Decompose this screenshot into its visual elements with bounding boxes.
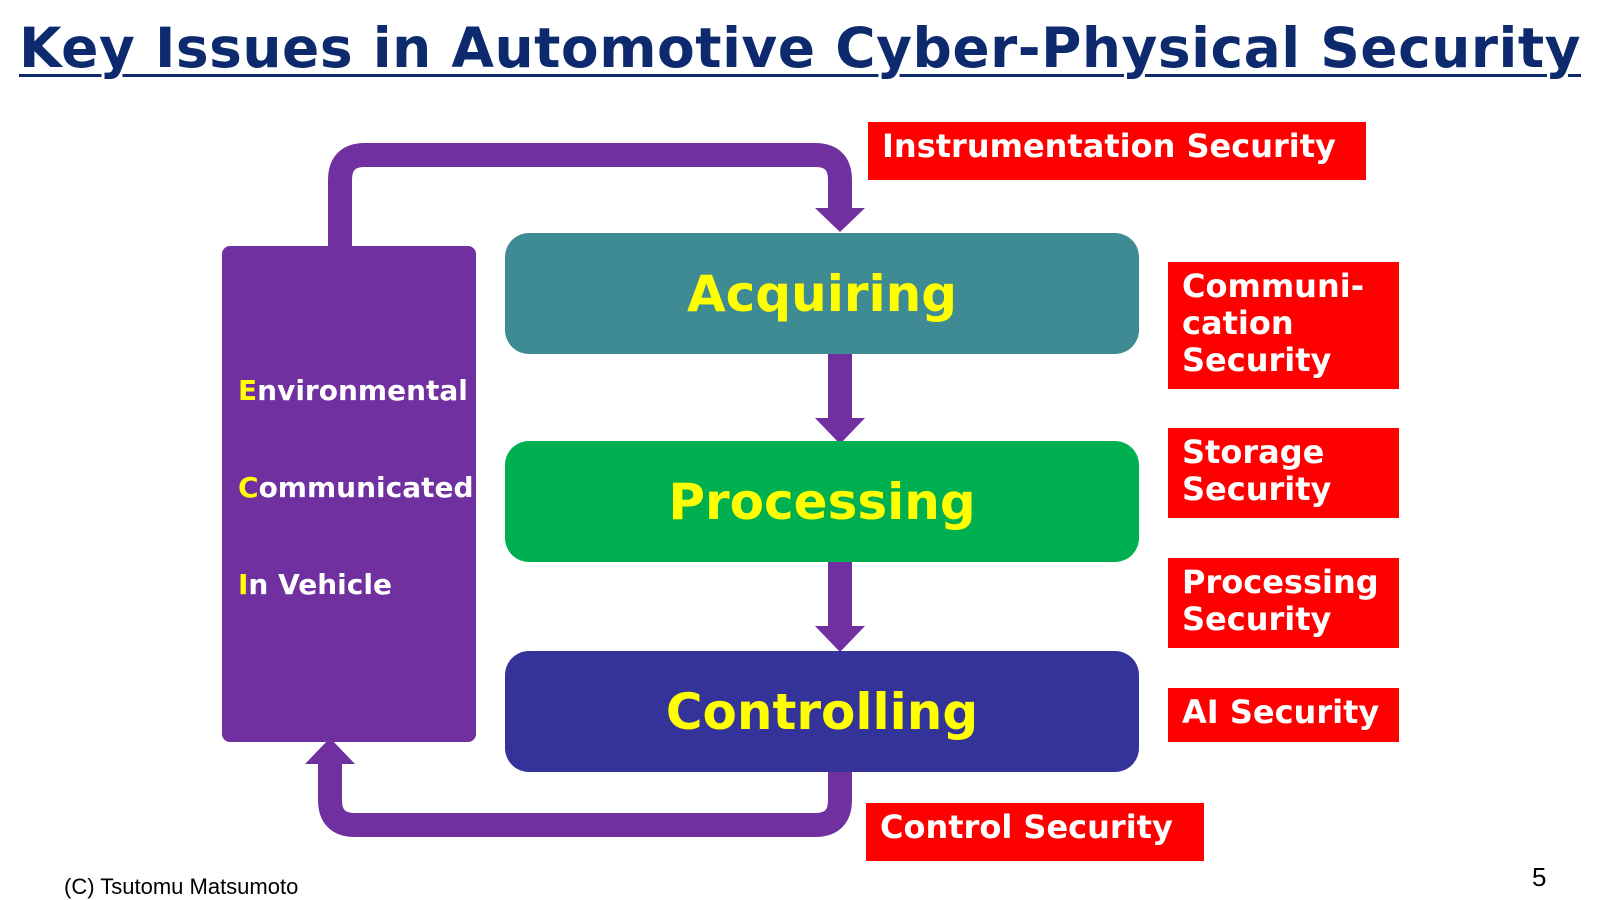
control-security-label: Control Security xyxy=(866,803,1204,861)
copyright-footer: (C) Tsutomu Matsumoto xyxy=(64,874,299,899)
stage-processing: Processing xyxy=(505,441,1139,562)
arrow-acquiring-processing xyxy=(828,350,852,420)
loop-arrow-bottom-head xyxy=(305,738,355,764)
page-title: Key Issues in Automotive Cyber-Physical … xyxy=(19,16,1581,80)
communication-security-label: Communi- cation Security xyxy=(1168,262,1399,389)
stage-acquiring: Acquiring xyxy=(505,233,1139,354)
ai-security-label: AI Security xyxy=(1168,688,1399,742)
loop-arrow-top xyxy=(328,143,852,246)
instrumentation-security-label: Instrumentation Security xyxy=(868,122,1366,180)
env-line-in-vehicle: In Vehicle xyxy=(238,568,392,601)
arrow-acquiring-processing-head xyxy=(815,418,865,444)
arrow-processing-controlling-head xyxy=(815,626,865,652)
loop-arrow-bottom xyxy=(318,760,852,837)
processing-security-label: Processing Security xyxy=(1168,558,1399,648)
storage-security-label: Storage Security xyxy=(1168,428,1399,518)
stage-controlling: Controlling xyxy=(505,651,1139,772)
env-line-communicated: Communicated xyxy=(238,471,474,504)
arrow-processing-controlling xyxy=(828,558,852,628)
loop-arrow-top-head xyxy=(815,208,865,232)
page-number: 5 xyxy=(1532,862,1547,892)
env-line-environmental: Environmental xyxy=(238,374,468,407)
environment-box: Environmental Communicated In Vehicle xyxy=(222,246,476,742)
